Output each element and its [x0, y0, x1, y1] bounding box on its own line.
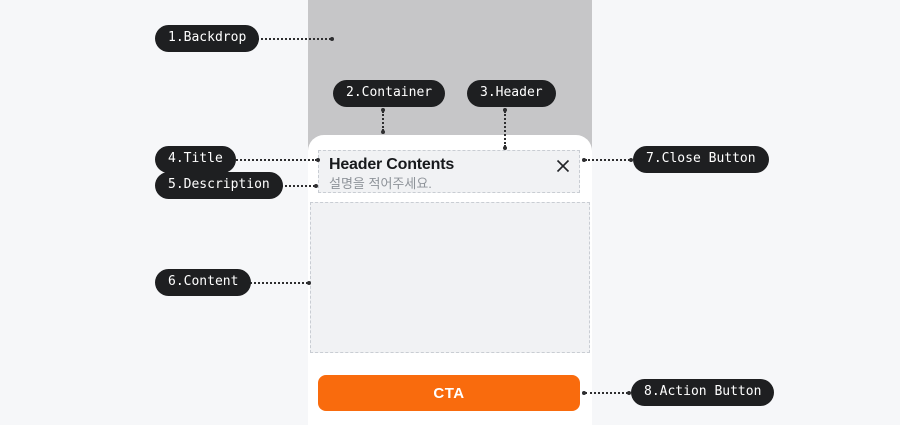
label-container: 2.Container — [333, 80, 446, 107]
connector-title — [230, 158, 320, 162]
connector-action-button — [582, 391, 631, 395]
label-description: 5.Description — [155, 172, 283, 199]
label-header: 3.Header — [467, 80, 556, 107]
label-content: 6.Content — [155, 269, 252, 296]
modal-backdrop — [308, 0, 592, 152]
connector-close-button — [582, 158, 633, 162]
modal-title: Header Contents — [329, 156, 455, 173]
connector-header — [503, 108, 507, 150]
header-slot: Header Contents 설명을 적어주세요. — [318, 150, 580, 193]
label-backdrop: 1.Backdrop — [155, 25, 260, 52]
label-title: 4.Title — [155, 146, 236, 173]
modal-description: 설명을 적어주세요. — [329, 176, 432, 191]
connector-backdrop — [249, 37, 334, 41]
content-slot — [310, 202, 590, 353]
label-close-button: 7.Close Button — [633, 146, 769, 173]
bottom-sheet-container: Header Contents 설명을 적어주세요. CTA — [308, 135, 592, 425]
close-button[interactable] — [554, 158, 572, 176]
connector-content — [242, 281, 311, 285]
label-action-button: 8.Action Button — [631, 379, 775, 406]
close-icon — [555, 158, 571, 177]
connector-container — [381, 108, 385, 134]
cta-button[interactable]: CTA — [318, 375, 580, 411]
